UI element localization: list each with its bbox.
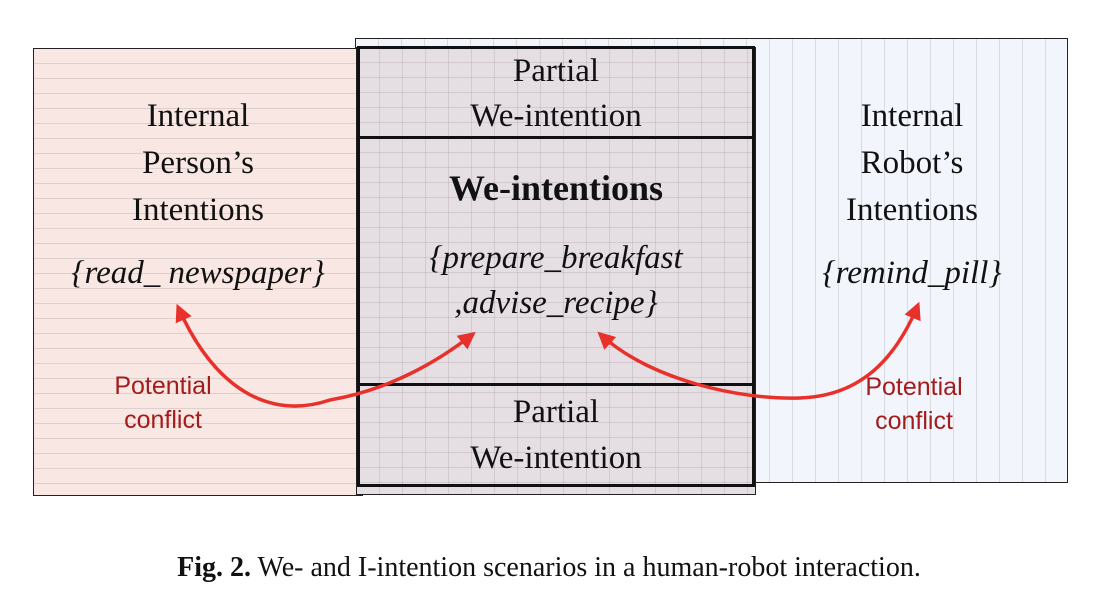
right-title-line-2: Robot’s [860,145,964,181]
partial-top-line-2: We-intention [470,98,642,134]
right-title-line-1: Internal [860,98,964,134]
we-intentions-box [357,46,755,487]
caption-text: We- and I-intention scenarios in a human… [251,552,921,583]
bottom-divider [357,383,755,386]
left-title-line-2: Person’s [142,145,254,181]
we-set-line-1: {prepare_breakfast [429,240,683,276]
right-conflict-arrow [597,301,921,400]
right-conflict-label-line-1: Potential [865,373,963,401]
figure-caption: Fig. 2. We- and I-intention scenarios in… [0,552,1098,584]
top-divider [357,136,755,139]
right-conflict-label-line-2: conflict [875,407,953,435]
person-intentions-region [33,48,363,496]
we-intentions-region [356,47,756,495]
left-conflict-label-line-1: Potential [114,372,212,400]
right-intention-set: {remind_pill} [822,255,1002,291]
left-title-line-1: Internal [146,98,250,134]
caption-label: Fig. 2. [177,552,252,583]
left-conflict-label-line-2: conflict [124,406,202,434]
partial-bottom-line-1: Partial [512,394,600,430]
left-title-line-3: Intentions [132,192,264,228]
right-title-line-3: Intentions [846,192,978,228]
left-conflict-arrow [175,303,476,408]
partial-bottom-line-2: We-intention [470,440,642,476]
left-intention-set: {read_ newspaper} [71,255,325,291]
partial-top-line-1: Partial [512,53,600,89]
we-intentions-title: We-intentions [448,168,663,208]
